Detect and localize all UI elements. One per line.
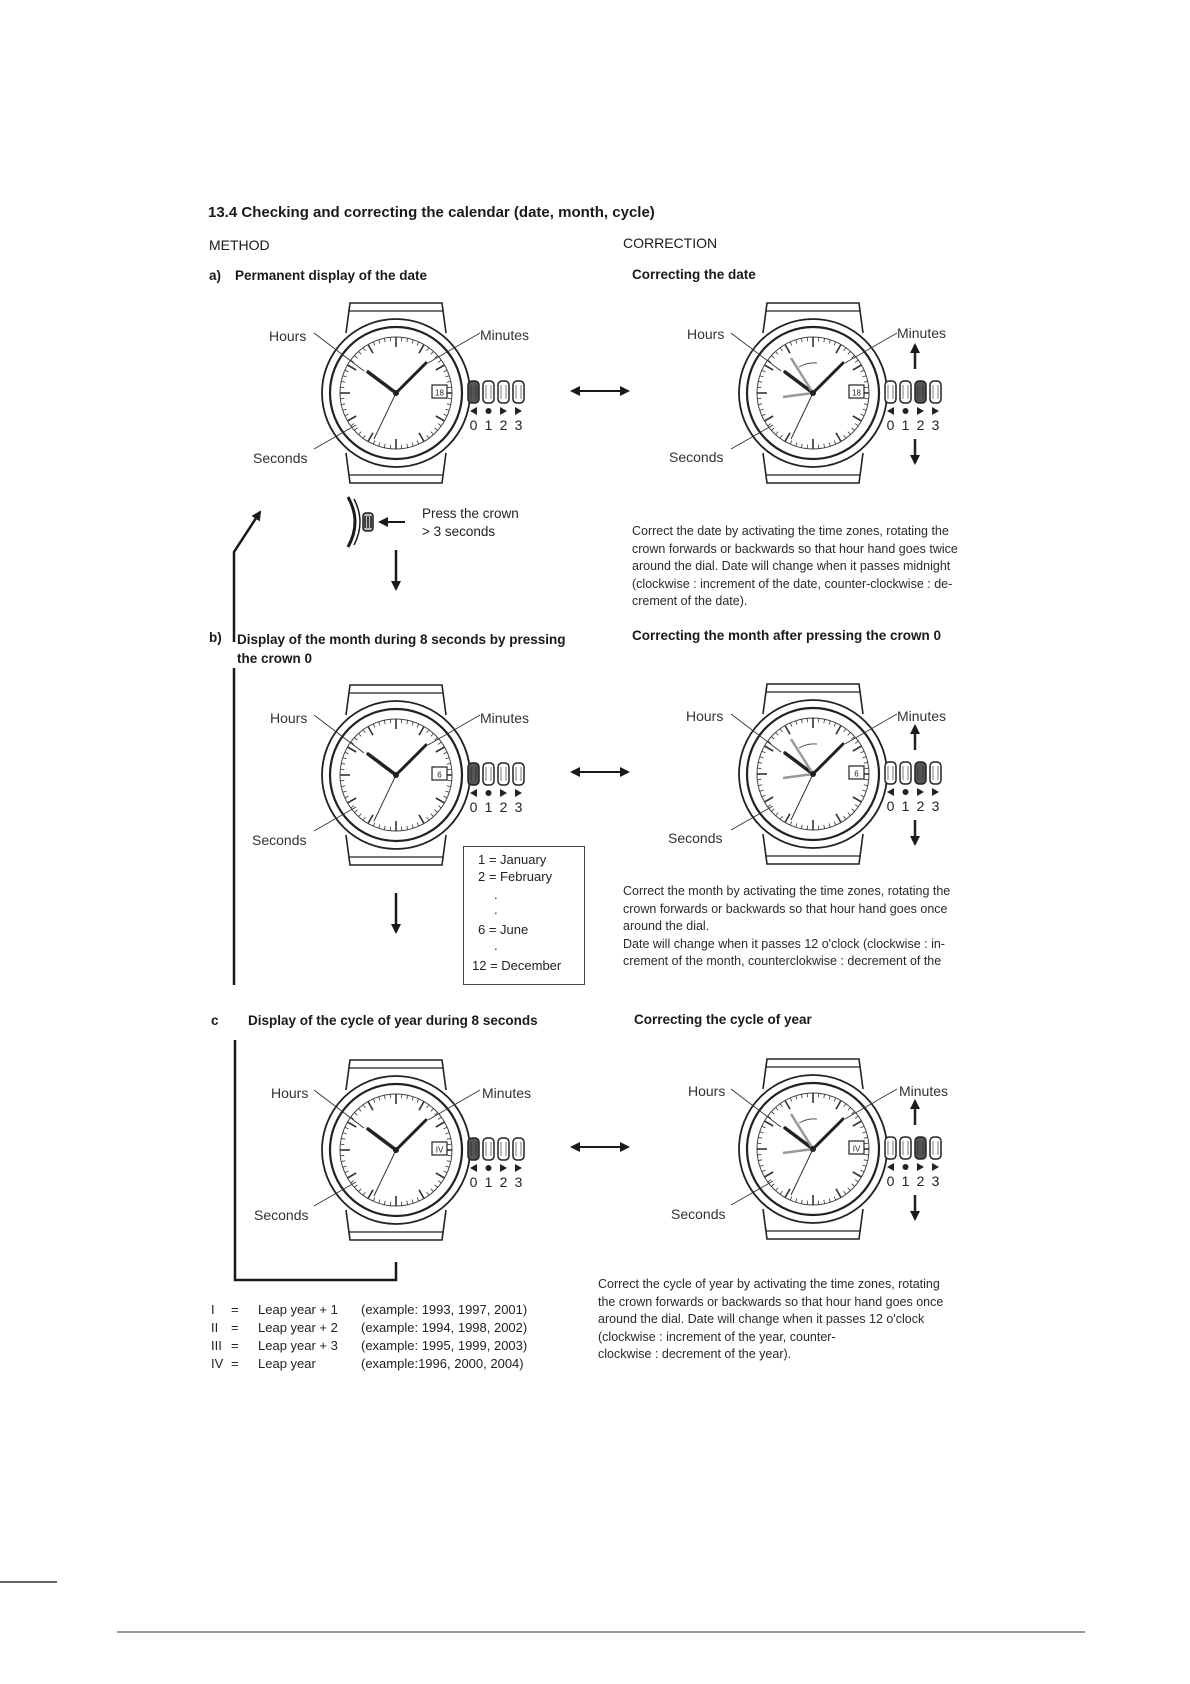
crown-position-number: 0: [470, 1174, 478, 1190]
section-a-method-title: Permanent display of the date: [235, 268, 428, 283]
crown-position-number: 2: [500, 1174, 508, 1190]
hours-label-a1: Hours: [269, 328, 307, 344]
section-a-correction-text: Correct the date by activating the time …: [632, 524, 958, 609]
section-title: 13.4 Checking and correcting the calenda…: [208, 204, 655, 221]
crown-position-number: 3: [515, 1174, 523, 1190]
hours-label-b1: Hours: [270, 710, 308, 726]
crown-position-number: 3: [932, 417, 940, 433]
crown-position-number: 1: [485, 1174, 493, 1190]
crown-position-number: 0: [887, 1173, 895, 1189]
section-b-correction-title: Correcting the month after pressing the …: [632, 628, 942, 643]
crown-position-number: 0: [887, 417, 895, 433]
crown-position-number: 1: [902, 798, 910, 814]
crown-position-number: 1: [485, 417, 493, 433]
crown-position-number: 0: [470, 799, 478, 815]
section-b-letter: b): [209, 630, 222, 645]
date-window-value: 6: [854, 770, 859, 779]
section-b-method-title: Display of the month during 8 seconds by…: [237, 632, 566, 666]
crown-position-number: 3: [515, 417, 523, 433]
crown-position-number: 1: [902, 1173, 910, 1189]
flow-connector: [232, 510, 398, 1282]
method-heading: METHOD: [209, 237, 270, 253]
section-c-method-title: Display of the cycle of year during 8 se…: [248, 1013, 538, 1028]
seconds-label-c2: Seconds: [671, 1206, 726, 1222]
seconds-label-c1: Seconds: [254, 1207, 309, 1223]
seconds-label-b2: Seconds: [668, 830, 723, 846]
section-a-letter: a): [209, 268, 222, 283]
date-window-value: 18: [435, 389, 444, 398]
seconds-label-a2: Seconds: [669, 449, 724, 465]
minutes-label-b2: Minutes: [897, 708, 947, 724]
section-b-correction-text: Correct the month by activating the time…: [623, 884, 951, 969]
crown-position-number: 2: [500, 799, 508, 815]
seconds-label-a1: Seconds: [253, 450, 308, 466]
crown-position-number: 0: [887, 798, 895, 814]
crown-position-number: 2: [917, 798, 925, 814]
months-legend-box: 1 = January 2 = February . . 6 = June . …: [463, 846, 585, 985]
date-window-value: 18: [852, 389, 861, 398]
crown-position-number: 3: [932, 1173, 940, 1189]
minutes-label-c2: Minutes: [899, 1083, 949, 1099]
date-window-value: IV: [436, 1146, 444, 1155]
date-window-value: 6: [437, 771, 442, 780]
crown-position-number: 3: [515, 799, 523, 815]
minutes-label-c1: Minutes: [482, 1085, 532, 1101]
crown-position-number: 2: [917, 417, 925, 433]
section-c-letter: c: [211, 1013, 219, 1028]
minutes-label-a1: Minutes: [480, 327, 530, 343]
section-c-correction-text: Correct the cycle of year by activating …: [598, 1277, 944, 1362]
section-a-correction-title: Correcting the date: [632, 267, 756, 282]
crown-position-number: 1: [485, 799, 493, 815]
section-c-correction-title: Correcting the cycle of year: [634, 1012, 812, 1027]
hours-label-a2: Hours: [687, 326, 725, 342]
hours-label-b2: Hours: [686, 708, 724, 724]
crown-position-number: 2: [500, 417, 508, 433]
hours-label-c1: Hours: [271, 1085, 309, 1101]
press-crown-line2: > 3 seconds: [422, 524, 496, 539]
seconds-label-b1: Seconds: [252, 832, 307, 848]
crown-pictogram: [346, 496, 374, 548]
crown-position-number: 0: [470, 417, 478, 433]
correction-heading: CORRECTION: [623, 235, 718, 251]
crown-position-number: 3: [932, 798, 940, 814]
crown-position-number: 1: [902, 417, 910, 433]
minutes-label-a2: Minutes: [897, 325, 947, 341]
press-crown-line1: Press the crown: [422, 506, 519, 521]
hours-label-c2: Hours: [688, 1083, 726, 1099]
crown-position-number: 2: [917, 1173, 925, 1189]
date-window-value: IV: [853, 1145, 861, 1154]
minutes-label-b1: Minutes: [480, 710, 530, 726]
